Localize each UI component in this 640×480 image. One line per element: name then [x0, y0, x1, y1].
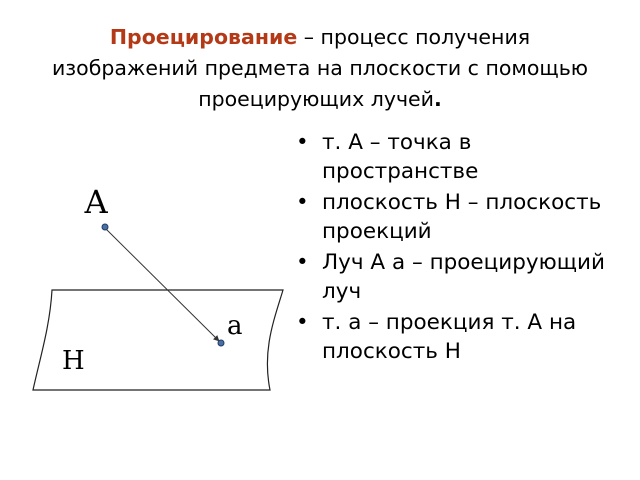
- title-line-2: изображений предмета на плоскости с помо…: [51, 56, 589, 80]
- title-line-3-text: проецирующих лучей: [198, 87, 434, 111]
- title-line-1-rest: – процесс получения: [297, 25, 531, 49]
- projecting-ray: [104, 227, 220, 342]
- projection-label: а: [227, 311, 243, 341]
- bullet-item: т. А – точка в пространстве: [296, 128, 631, 186]
- title-line-3: проецирующих лучей.: [0, 84, 640, 115]
- plane-label: Н: [62, 346, 85, 376]
- bullet-item: Луч А а – проецирующий луч: [296, 248, 631, 306]
- point-a-label: А: [84, 183, 108, 221]
- bullet-list: т. А – точка в пространстве плоскость Н …: [296, 128, 631, 368]
- bullet-item: плоскость Н – плоскость проекций: [296, 188, 631, 246]
- projection-point-marker: [217, 339, 225, 347]
- bullet-item: т. а – проекция т. А на плоскость Н: [296, 308, 631, 366]
- projection-plane: [32, 289, 284, 391]
- title-period: .: [434, 87, 442, 111]
- title-term: Проецирование: [109, 25, 298, 49]
- point-a-marker: [101, 223, 109, 231]
- slide-title: Проецирование – процесс получения изобра…: [0, 22, 640, 115]
- title-line-1: Проецирование – процесс получения: [0, 22, 640, 53]
